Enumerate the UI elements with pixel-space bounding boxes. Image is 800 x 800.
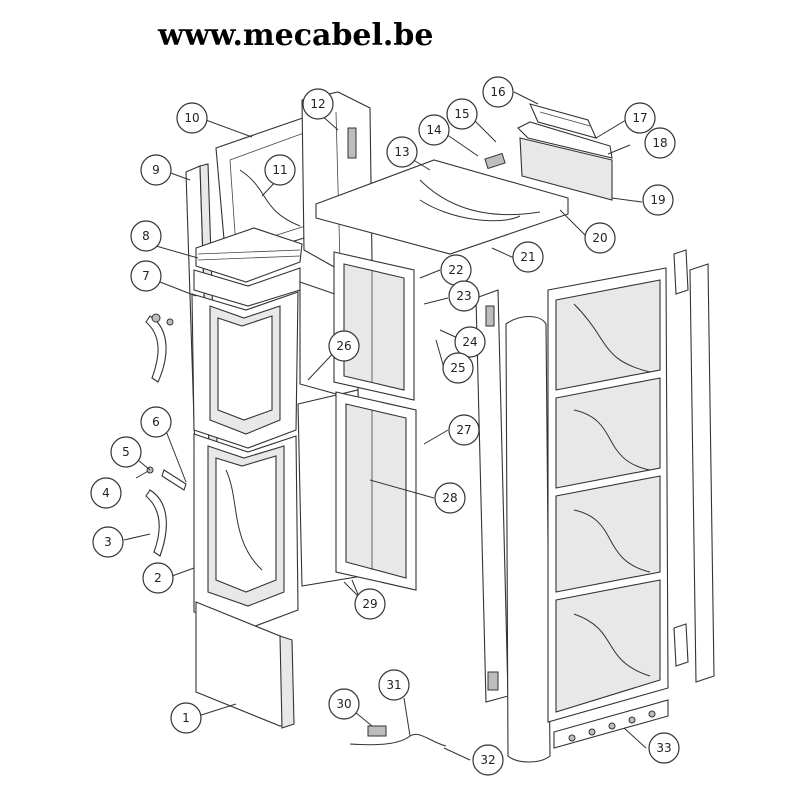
callout-31: 31	[378, 669, 410, 701]
svg-text:1: 1	[182, 711, 190, 725]
svg-text:16: 16	[490, 85, 505, 99]
svg-text:17: 17	[632, 111, 647, 125]
part-23-rear-frame-upper	[333, 251, 415, 401]
svg-text:20: 20	[592, 231, 607, 245]
part-6-door-hinge-upper	[145, 313, 174, 383]
callout-26: 26	[328, 330, 360, 362]
svg-text:9: 9	[152, 163, 160, 177]
callout-16: 16	[482, 76, 514, 108]
svg-text:3: 3	[104, 535, 112, 549]
callout-3: 3	[92, 526, 124, 558]
svg-text:7: 7	[142, 269, 150, 283]
svg-text:30: 30	[336, 697, 351, 711]
svg-text:15: 15	[454, 107, 469, 121]
part-2-front-frame-lower	[193, 433, 299, 629]
site-url-header: www.mecabel.be	[158, 18, 434, 53]
part-8-top-rails	[193, 227, 303, 307]
part-1-front-bottom-panel	[195, 601, 295, 729]
callout-33: 33	[648, 732, 680, 764]
callout-22: 22	[440, 254, 472, 286]
callout-5: 5	[110, 436, 142, 468]
callout-13: 13	[386, 136, 418, 168]
svg-text:13: 13	[394, 145, 409, 159]
callout-27: 27	[448, 414, 480, 446]
svg-text:28: 28	[442, 491, 457, 505]
callout-19: 19	[642, 184, 674, 216]
callout-25: 25	[442, 352, 474, 384]
callout-18: 18	[644, 127, 676, 159]
part-3-door-hinge-lower	[145, 489, 167, 557]
callout-30: 30	[328, 688, 360, 720]
svg-text:31: 31	[386, 678, 401, 692]
callout-2: 2	[142, 562, 174, 594]
svg-text:6: 6	[152, 415, 160, 429]
callout-4: 4	[90, 477, 122, 509]
callout-12: 12	[302, 88, 334, 120]
svg-text:5: 5	[122, 445, 130, 459]
svg-text:19: 19	[650, 193, 665, 207]
callout-32: 32	[472, 744, 504, 776]
part-17-18-top-cover	[517, 121, 613, 201]
svg-text:23: 23	[456, 289, 471, 303]
svg-text:10: 10	[184, 111, 199, 125]
callout-10: 10	[176, 102, 208, 134]
part-33-bottom-bracket	[553, 699, 669, 749]
svg-text:22: 22	[448, 263, 463, 277]
part-4-screw	[135, 466, 154, 479]
callout-24: 24	[454, 326, 486, 358]
svg-text:4: 4	[102, 486, 110, 500]
callout-15: 15	[446, 98, 478, 130]
svg-text:18: 18	[652, 136, 667, 150]
right-door-frame	[547, 267, 669, 723]
svg-text:21: 21	[520, 250, 535, 264]
callout-9: 9	[140, 154, 172, 186]
callout-21: 21	[512, 241, 544, 273]
svg-text:12: 12	[310, 97, 325, 111]
right-rail-strips	[673, 249, 715, 683]
callout-8: 8	[130, 220, 162, 252]
callout-14: 14	[418, 114, 450, 146]
part-21-curved-side-panel	[505, 315, 551, 763]
callout-6: 6	[140, 406, 172, 438]
svg-text:25: 25	[450, 361, 465, 375]
callout-29: 29	[354, 588, 386, 620]
callout-1: 1	[170, 702, 202, 734]
callout-20: 20	[584, 222, 616, 254]
svg-text:8: 8	[142, 229, 150, 243]
callout-11: 11	[264, 154, 296, 186]
svg-text:2: 2	[154, 571, 162, 585]
part-30-connector	[367, 725, 387, 737]
part-7-front-frame-upper	[191, 291, 299, 449]
svg-text:32: 32	[480, 753, 495, 767]
part-6-hinge-bracket	[161, 469, 187, 491]
part-27-rear-frame-lower	[335, 391, 417, 591]
svg-text:29: 29	[362, 597, 377, 611]
svg-text:24: 24	[462, 335, 477, 349]
svg-text:33: 33	[656, 741, 671, 755]
svg-text:14: 14	[426, 123, 441, 137]
callout-23: 23	[448, 280, 480, 312]
part-13-top-plate	[315, 152, 569, 255]
part-31-cable	[349, 733, 447, 747]
callout-7: 7	[130, 260, 162, 292]
callout-17: 17	[624, 102, 656, 134]
svg-text:27: 27	[456, 423, 471, 437]
svg-text:26: 26	[336, 339, 351, 353]
svg-text:11: 11	[272, 163, 287, 177]
callout-28: 28	[434, 482, 466, 514]
